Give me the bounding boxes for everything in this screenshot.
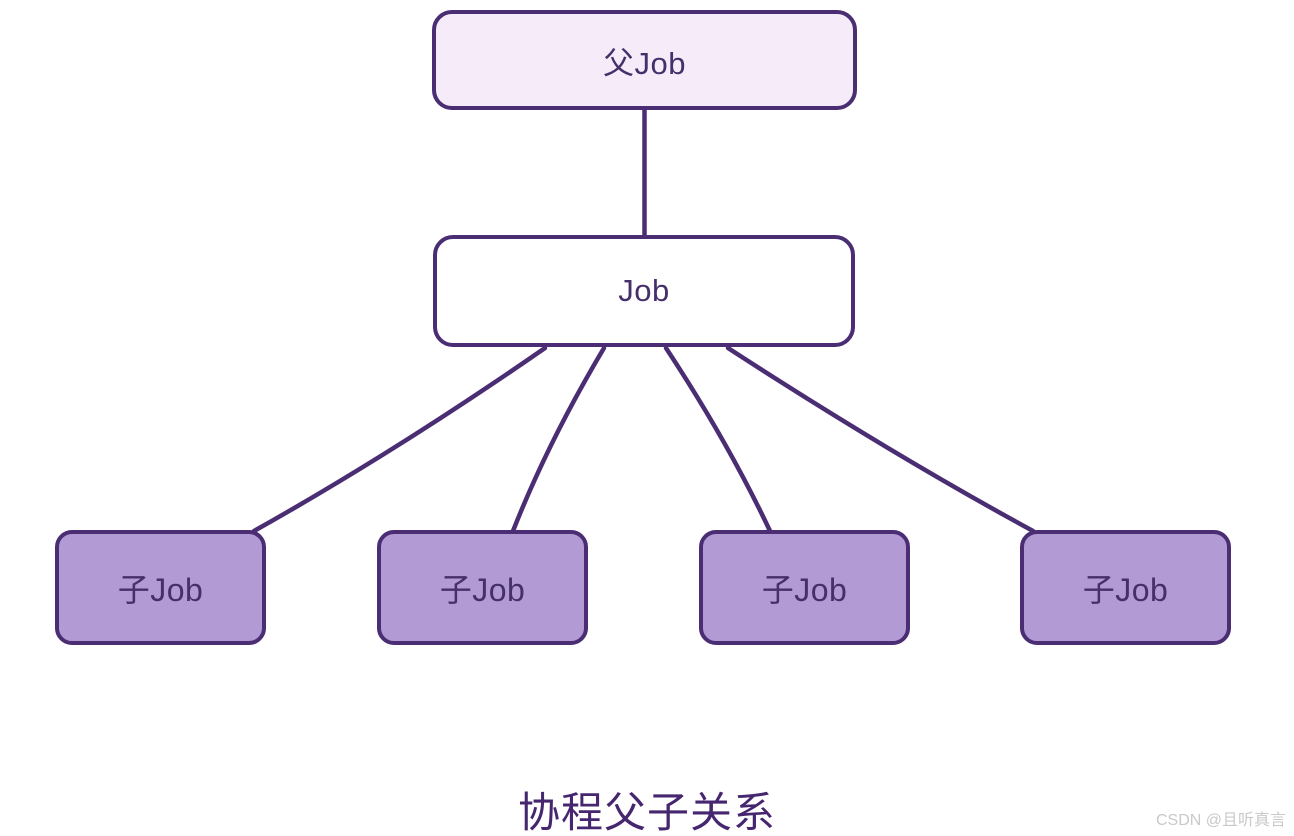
node-child-job-2-label: 子Job xyxy=(439,571,526,608)
node-parent-job-label: 父Job xyxy=(603,45,686,81)
node-job: Job xyxy=(433,235,855,347)
edge-job-to-child-4 xyxy=(725,345,1036,534)
edge-job-to-child-2 xyxy=(510,345,607,534)
node-child-job-3-label: 子Job xyxy=(761,571,848,608)
node-child-job-2: 子Job xyxy=(377,530,588,645)
node-child-job-1: 子Job xyxy=(55,530,266,645)
node-child-job-4-label: 子Job xyxy=(1082,571,1169,608)
edge-job-to-child-1 xyxy=(251,345,548,534)
node-parent-job: 父Job xyxy=(432,10,857,110)
csdn-watermark: CSDN @且听真言 xyxy=(1155,812,1286,829)
node-child-job-1-label: 子Job xyxy=(117,571,204,608)
diagram-title: 协程父子关系 xyxy=(517,789,776,836)
node-job-label: Job xyxy=(618,273,670,308)
node-child-job-3: 子Job xyxy=(699,530,910,645)
node-child-job-4: 子Job xyxy=(1020,530,1231,645)
edge-job-to-child-3 xyxy=(663,345,773,534)
